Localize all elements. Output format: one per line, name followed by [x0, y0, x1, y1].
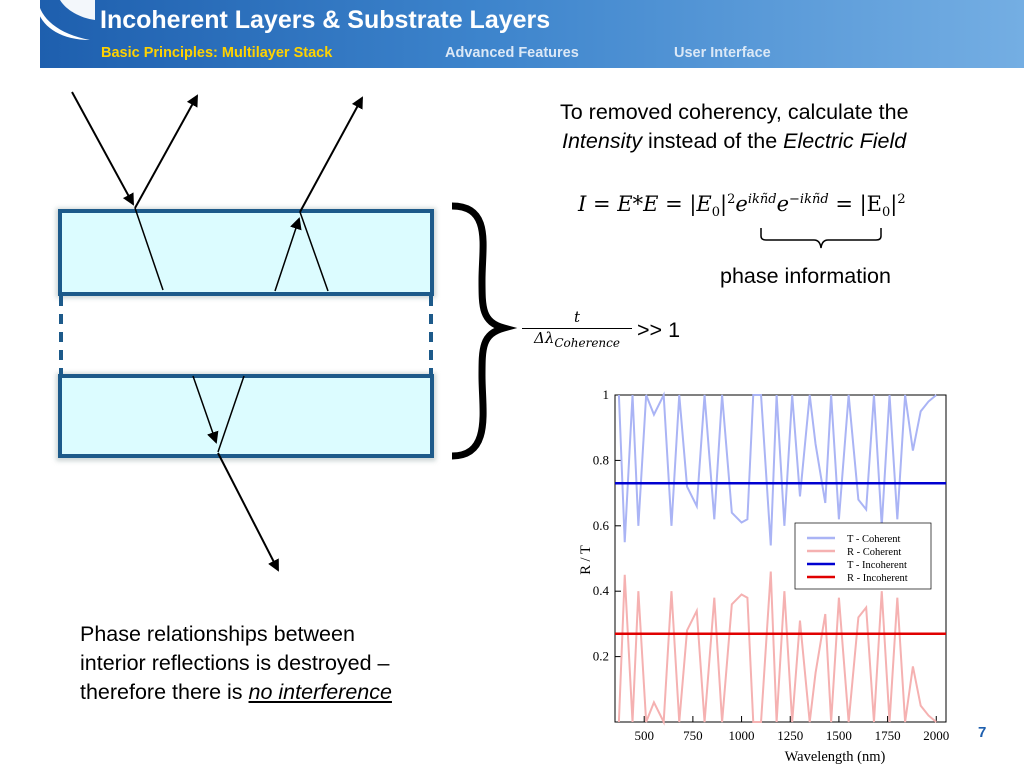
- fraction-numerator: t: [573, 308, 581, 326]
- x-tick-label: 1000: [729, 728, 755, 743]
- fraction-denominator: ΔλCoherence: [520, 329, 634, 350]
- nav-basic-principles[interactable]: Basic Principles: Multilayer Stack: [101, 45, 333, 61]
- internal-bottom-line: [217, 375, 245, 453]
- legend-t-incoherent: T - Incoherent: [847, 560, 907, 571]
- legend-r-coherent: R - Coherent: [847, 547, 901, 558]
- x-tick-label: 500: [634, 728, 654, 743]
- x-tick-label: 1250: [777, 728, 803, 743]
- y-tick-label: 0.2: [593, 649, 609, 664]
- layer-stack-diagram: [56, 91, 518, 572]
- y-tick-label: 0.6: [593, 518, 610, 533]
- bottom-line-3: therefore there is no interference: [80, 678, 500, 707]
- bottom-line-1: Phase relationships between: [80, 622, 355, 646]
- x-tick-label: 750: [683, 728, 703, 743]
- incident-ray-arrow: [71, 91, 134, 206]
- equation-rhs: = |E: [828, 192, 882, 216]
- phase-underbrace-icon: [760, 228, 882, 249]
- internal-reflected-arrow: [274, 217, 302, 292]
- y-tick-label: 0.4: [593, 583, 610, 598]
- phase-information-label: phase information: [720, 264, 891, 288]
- legend: T - Coherent R - Coherent T - Incoherent…: [794, 522, 932, 590]
- intensity-term: Intensity: [562, 129, 643, 153]
- legend-t-coherent: T - Coherent: [847, 534, 901, 545]
- nav-advanced-features[interactable]: Advanced Features: [445, 45, 579, 61]
- y-tick-label: 1: [603, 387, 610, 402]
- y-axis-label: R / T: [578, 545, 594, 575]
- intensity-equation: I = E*E = |E0|2eikñde−ikñd = |E0|2: [578, 192, 906, 221]
- legend-r-incoherent: R - Incoherent: [847, 573, 908, 584]
- equation-e2: e: [776, 192, 790, 216]
- equation-rhs-sub: 0: [882, 205, 891, 221]
- equation-sub-0: 0: [711, 205, 721, 221]
- x-tick-label: 1500: [826, 728, 852, 743]
- intro-line-2: Intensity instead of the Electric Field: [560, 127, 1000, 156]
- slide-title: Incoherent Layers & Substrate Layers: [100, 6, 551, 34]
- electric-field-term: Electric Field: [783, 129, 907, 153]
- reflected-ray-arrow: [134, 94, 198, 209]
- stack-brace-icon: [451, 202, 518, 460]
- refracted-ray-line: [134, 207, 164, 291]
- nav-user-interface[interactable]: User Interface: [674, 45, 771, 61]
- equation-exp1: ikñd: [747, 192, 777, 207]
- bottom-layer: [58, 374, 434, 458]
- bottom-line-2: interior reflections is destroyed –: [80, 651, 390, 675]
- bottom-text: Phase relationships between interior ref…: [80, 620, 500, 707]
- transmitted-down-arrow: [217, 452, 279, 572]
- equation-exp2: −ikñd: [789, 192, 829, 207]
- equation-pow-2: 2: [727, 192, 736, 207]
- header-bar: Incoherent Layers & Substrate Layers Bas…: [40, 0, 1024, 68]
- condition-relation: >> 1: [637, 318, 681, 342]
- denominator-sub: Coherence: [554, 336, 620, 350]
- coherence-fraction: t ΔλCoherence: [520, 308, 634, 350]
- x-tick-label: 1750: [875, 728, 901, 743]
- intro-line-1: To removed coherency, calculate the: [560, 100, 909, 124]
- denominator-delta-lambda: Δλ: [534, 329, 555, 347]
- y-tick-label: 0.8: [593, 452, 609, 467]
- intro-mid: instead of the: [642, 129, 784, 153]
- x-axis-label: Wavelength (nm): [785, 749, 886, 765]
- fraction-bar: [522, 328, 632, 329]
- equation-lhs: I = E*E = |E: [578, 192, 712, 216]
- top-layer: [58, 209, 434, 296]
- no-interference-emphasis: no interference: [248, 680, 392, 704]
- logo-swoosh-icon: [38, 0, 95, 40]
- equation-e1: e: [735, 192, 748, 216]
- page-number: 7: [978, 724, 987, 741]
- internal-ray-line: [299, 211, 329, 292]
- equation-rhs-pow: 2: [897, 192, 906, 207]
- x-tick-label: 2000: [923, 728, 949, 743]
- internal-down-arrow: [192, 375, 219, 444]
- intro-text: To removed coherency, calculate the Inte…: [560, 98, 1000, 156]
- transmitted-up-arrow: [299, 96, 363, 213]
- bottom-line-3-prefix: therefore there is: [80, 680, 249, 704]
